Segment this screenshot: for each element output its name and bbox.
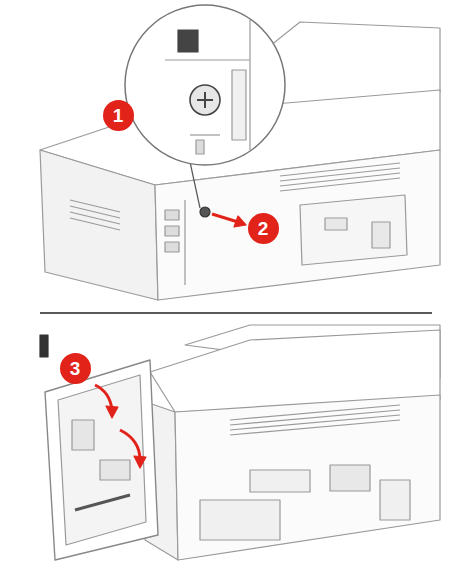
callout-badge: 2 [248,213,279,244]
callout-badge: 1 [103,100,134,131]
callout-number: 2 [258,219,269,238]
callout-number: 1 [113,106,124,125]
callout-number: 3 [70,359,81,378]
callout-badge: 3 [60,353,91,384]
